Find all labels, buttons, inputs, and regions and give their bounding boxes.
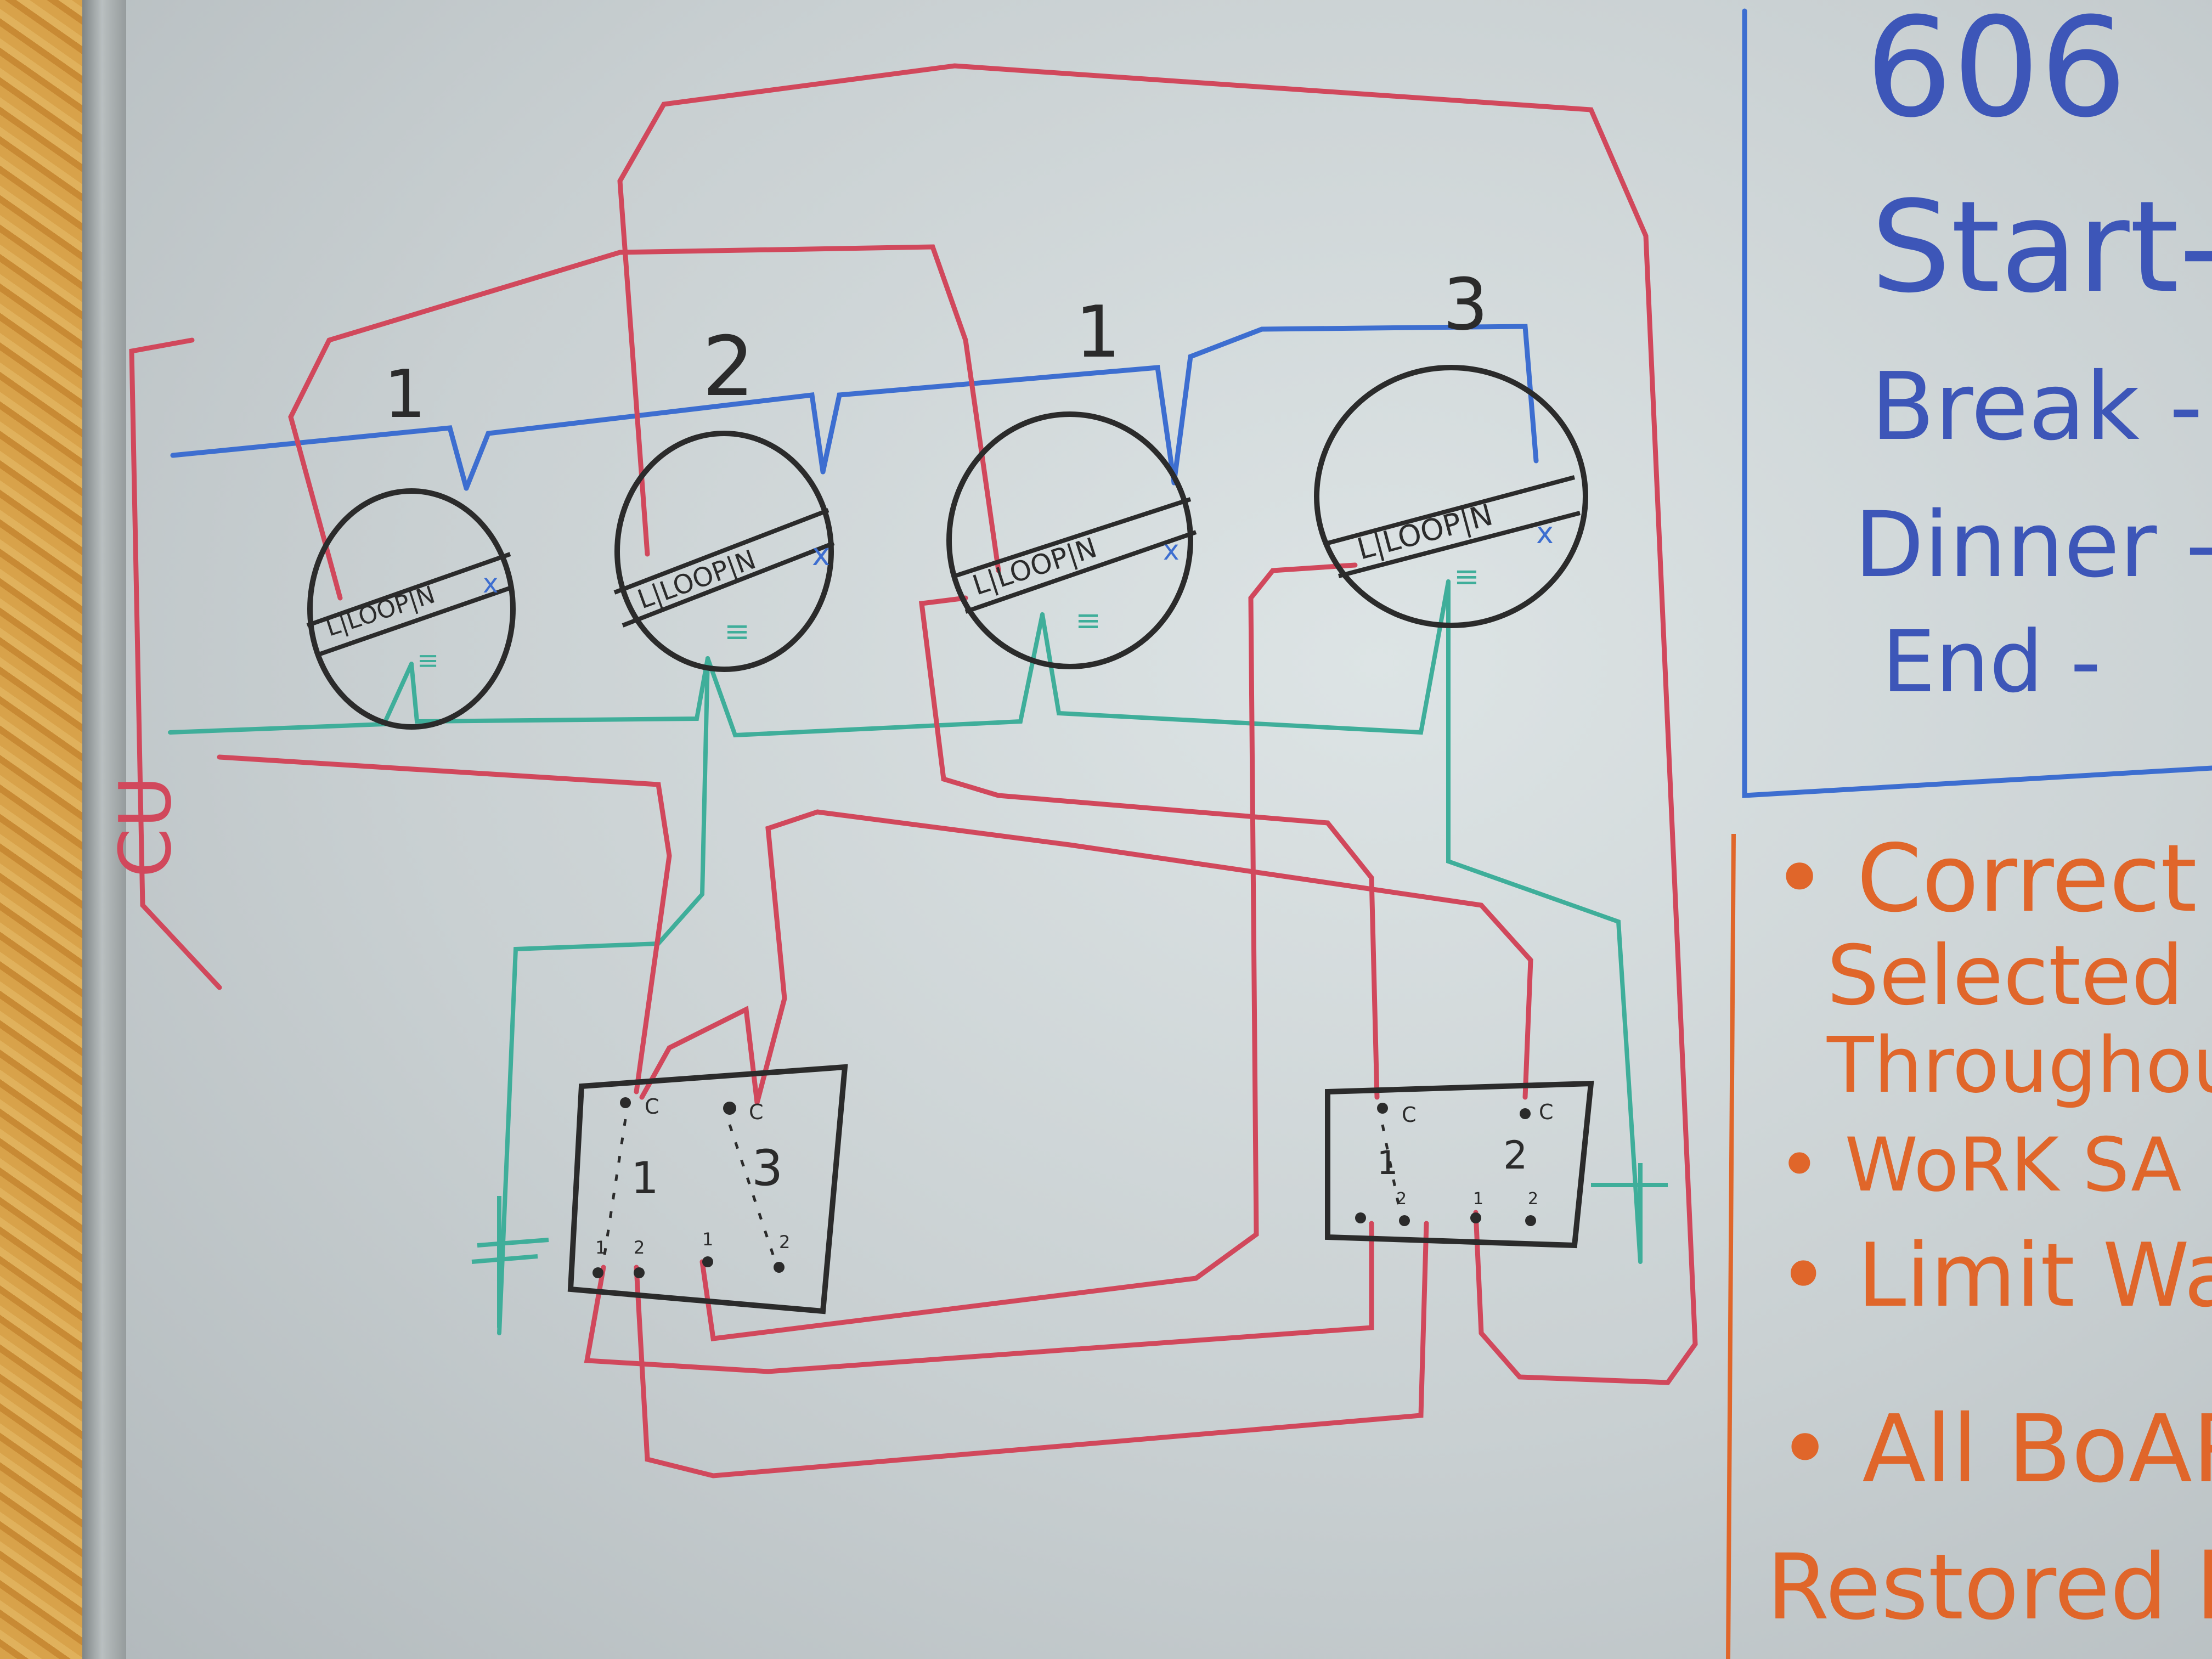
switch-line-fitting-1 xyxy=(288,244,1001,601)
schedule-item-end: End - xyxy=(1882,612,2101,712)
supply-label: CU xyxy=(104,776,187,878)
switch-line-fitting-3 xyxy=(918,595,1380,1100)
circuit-label-fitting-2: 2 xyxy=(702,319,754,415)
schedule-item-dinner: Dinner - xyxy=(1854,492,2212,597)
line-wire-supply xyxy=(217,754,672,1094)
switch-left-common-b: C xyxy=(749,1100,764,1124)
orange-notes: • Correct Selected Throughout • WoRK SA … xyxy=(1767,825,2212,1640)
switch-left: C C 1 3 1 2 1 2 xyxy=(567,1064,848,1314)
circuit-label-fitting-1: 1 xyxy=(384,357,426,433)
schedule-item-break: Break - xyxy=(1871,353,2203,461)
fitting-2-earth-mark: ≡ xyxy=(724,614,750,650)
neutral-wire-supply xyxy=(170,425,469,491)
switch-line-fitting-4 xyxy=(699,562,1358,1342)
note-line-4: • WoRK SA xyxy=(1778,1122,2182,1208)
switch-right-t1-b: 1 xyxy=(1473,1189,1483,1209)
strapper-left-switch-top xyxy=(639,1006,760,1105)
switch-right-gang-1: 1 xyxy=(1377,1144,1398,1182)
earth-wire-to-right-switch xyxy=(1446,579,1643,1264)
switch-left-t1-a: 1 xyxy=(595,1237,606,1258)
note-line-1: • Correct xyxy=(1772,825,2197,933)
neutral-partition-line xyxy=(1742,8,2212,798)
fitting-3-terminals: L|LOOP|N xyxy=(969,532,1101,601)
switch-right-t2-b: 2 xyxy=(1528,1189,1538,1209)
earth-wire-to-left-switch xyxy=(497,656,710,1335)
fitting-4-earth-mark: ≡ xyxy=(1454,559,1480,595)
strapper-bottom-1 xyxy=(584,1221,1374,1374)
supply-bracket xyxy=(129,337,222,990)
neutral-wires xyxy=(170,8,2212,798)
circuit-label-fitting-4: 3 xyxy=(1443,263,1488,346)
switch-left-t1-b: 1 xyxy=(702,1229,713,1250)
switch-left-t2-a: 2 xyxy=(634,1237,645,1258)
switch-left-gang-1: 1 xyxy=(631,1153,659,1204)
strapper-bottom-2 xyxy=(634,1221,1429,1479)
circuit-label-fitting-3: 1 xyxy=(1075,290,1121,374)
fitting-4-neutral-mark: x xyxy=(1536,516,1554,550)
schedule-notes: 606 Start- Break - Dinner - End - xyxy=(1854,0,2212,712)
note-line-6: • All BoARI xyxy=(1778,1395,2212,1504)
line-wires xyxy=(129,63,1698,1479)
fitting-1-earth-mark: ≡ xyxy=(417,645,439,676)
fitting-4: L|LOOP|N x ≡ xyxy=(1314,365,1588,628)
neutral-wire-1-2 xyxy=(464,392,826,491)
fitting-1-neutral-mark: x xyxy=(483,568,498,599)
fitting-2-neutral-mark: x xyxy=(812,537,830,573)
fitting-3-neutral-mark: x xyxy=(1163,534,1180,566)
earth-wire-1-2 xyxy=(409,656,710,724)
circuit-labels: 1 2 1 3 xyxy=(384,263,1488,433)
whiteboard-frame xyxy=(82,0,132,1659)
neutral-wire-2-3 xyxy=(820,365,1177,486)
whiteboard xyxy=(126,0,2212,1659)
note-line-5: • Limit Was xyxy=(1778,1224,2212,1327)
schedule-title: 606 xyxy=(1865,0,2127,148)
neutral-wire-3-4 xyxy=(1171,324,1539,486)
switch-left-common-a: C xyxy=(645,1094,659,1119)
fitting-3-earth-mark: ≡ xyxy=(1075,603,1101,639)
earth-wires xyxy=(168,579,1643,1335)
note-line-2: Selected xyxy=(1827,928,2183,1024)
fitting-2-terminals: L|LOOP|N xyxy=(634,544,760,615)
fitting-3: L|LOOP|N x ≡ xyxy=(946,411,1197,669)
earth-symbols xyxy=(471,1163,1668,1328)
switch-line-fitting-2 xyxy=(617,63,1698,1385)
strapper-left-gang3 xyxy=(754,809,1533,1105)
fitting-4-terminals: L|LOOP|N xyxy=(1353,497,1496,566)
fitting-1: L|LOOP|N x ≡ xyxy=(306,488,516,730)
earth-wire-3-4 xyxy=(1040,579,1451,735)
switch-right-common-b: C xyxy=(1539,1100,1554,1124)
earth-wire-2-3 xyxy=(706,612,1045,738)
switch-right-gang-2: 2 xyxy=(1503,1133,1528,1178)
switch-left-gang-3: 3 xyxy=(752,1139,783,1197)
schedule-item-start: Start- xyxy=(1871,174,2212,321)
note-line-3: Throughout xyxy=(1826,1021,2212,1110)
notes-divider xyxy=(1726,833,1736,1659)
switch-right: C C 1 2 2 1 2 xyxy=(1325,1080,1594,1249)
switch-left-t2-b: 2 xyxy=(779,1232,790,1252)
switch-right-common-a: C xyxy=(1402,1103,1417,1127)
note-line-7: Restored b xyxy=(1767,1534,2212,1640)
